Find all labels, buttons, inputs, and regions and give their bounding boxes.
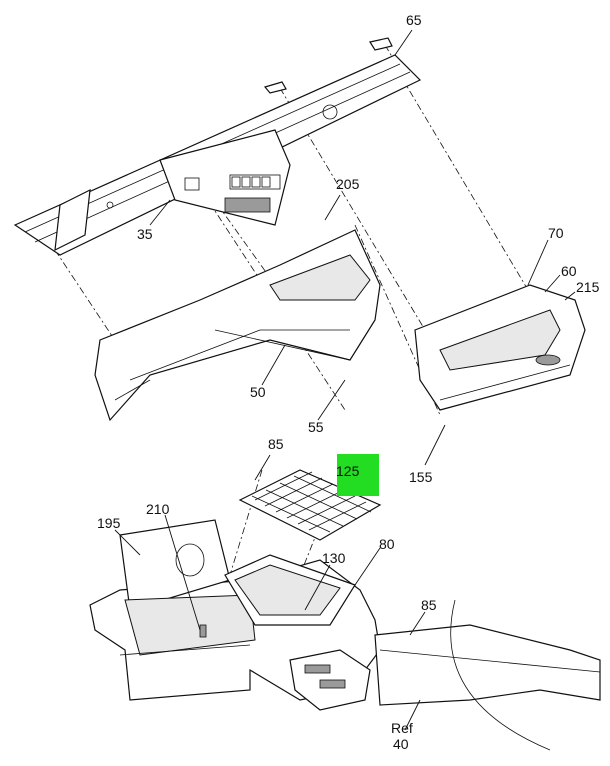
callout-205: 205 xyxy=(336,176,360,192)
side-cover-part-60 xyxy=(414,284,586,411)
callout-155: 155 xyxy=(409,469,433,485)
callout-85-top: 85 xyxy=(268,436,284,452)
callout-195: 195 xyxy=(97,515,121,531)
callout-80: 80 xyxy=(379,536,395,552)
callout-125: 125 xyxy=(336,463,360,479)
callout-40: 40 xyxy=(393,736,409,752)
bracket-panel-part-35 xyxy=(159,129,291,226)
dash-panel-part-50 xyxy=(94,229,381,422)
callout-60: 60 xyxy=(561,263,577,279)
callout-215: 215 xyxy=(576,279,600,295)
callout-35: 35 xyxy=(137,226,153,242)
callout-ref: Ref xyxy=(391,720,413,736)
highlight-marker xyxy=(337,454,379,496)
callout-85-right: 85 xyxy=(421,597,437,613)
callout-55: 55 xyxy=(308,419,324,435)
callout-65: 65 xyxy=(406,12,422,28)
console-assembly-part-80 xyxy=(89,519,381,711)
keypad-part-125 xyxy=(238,469,382,541)
callout-leader-lines xyxy=(114,29,576,731)
callout-210: 210 xyxy=(146,501,170,517)
callout-50: 50 xyxy=(250,384,266,400)
callout-70: 70 xyxy=(548,225,564,241)
floor-reference-part-40 xyxy=(374,599,601,751)
callout-130: 130 xyxy=(322,550,346,566)
